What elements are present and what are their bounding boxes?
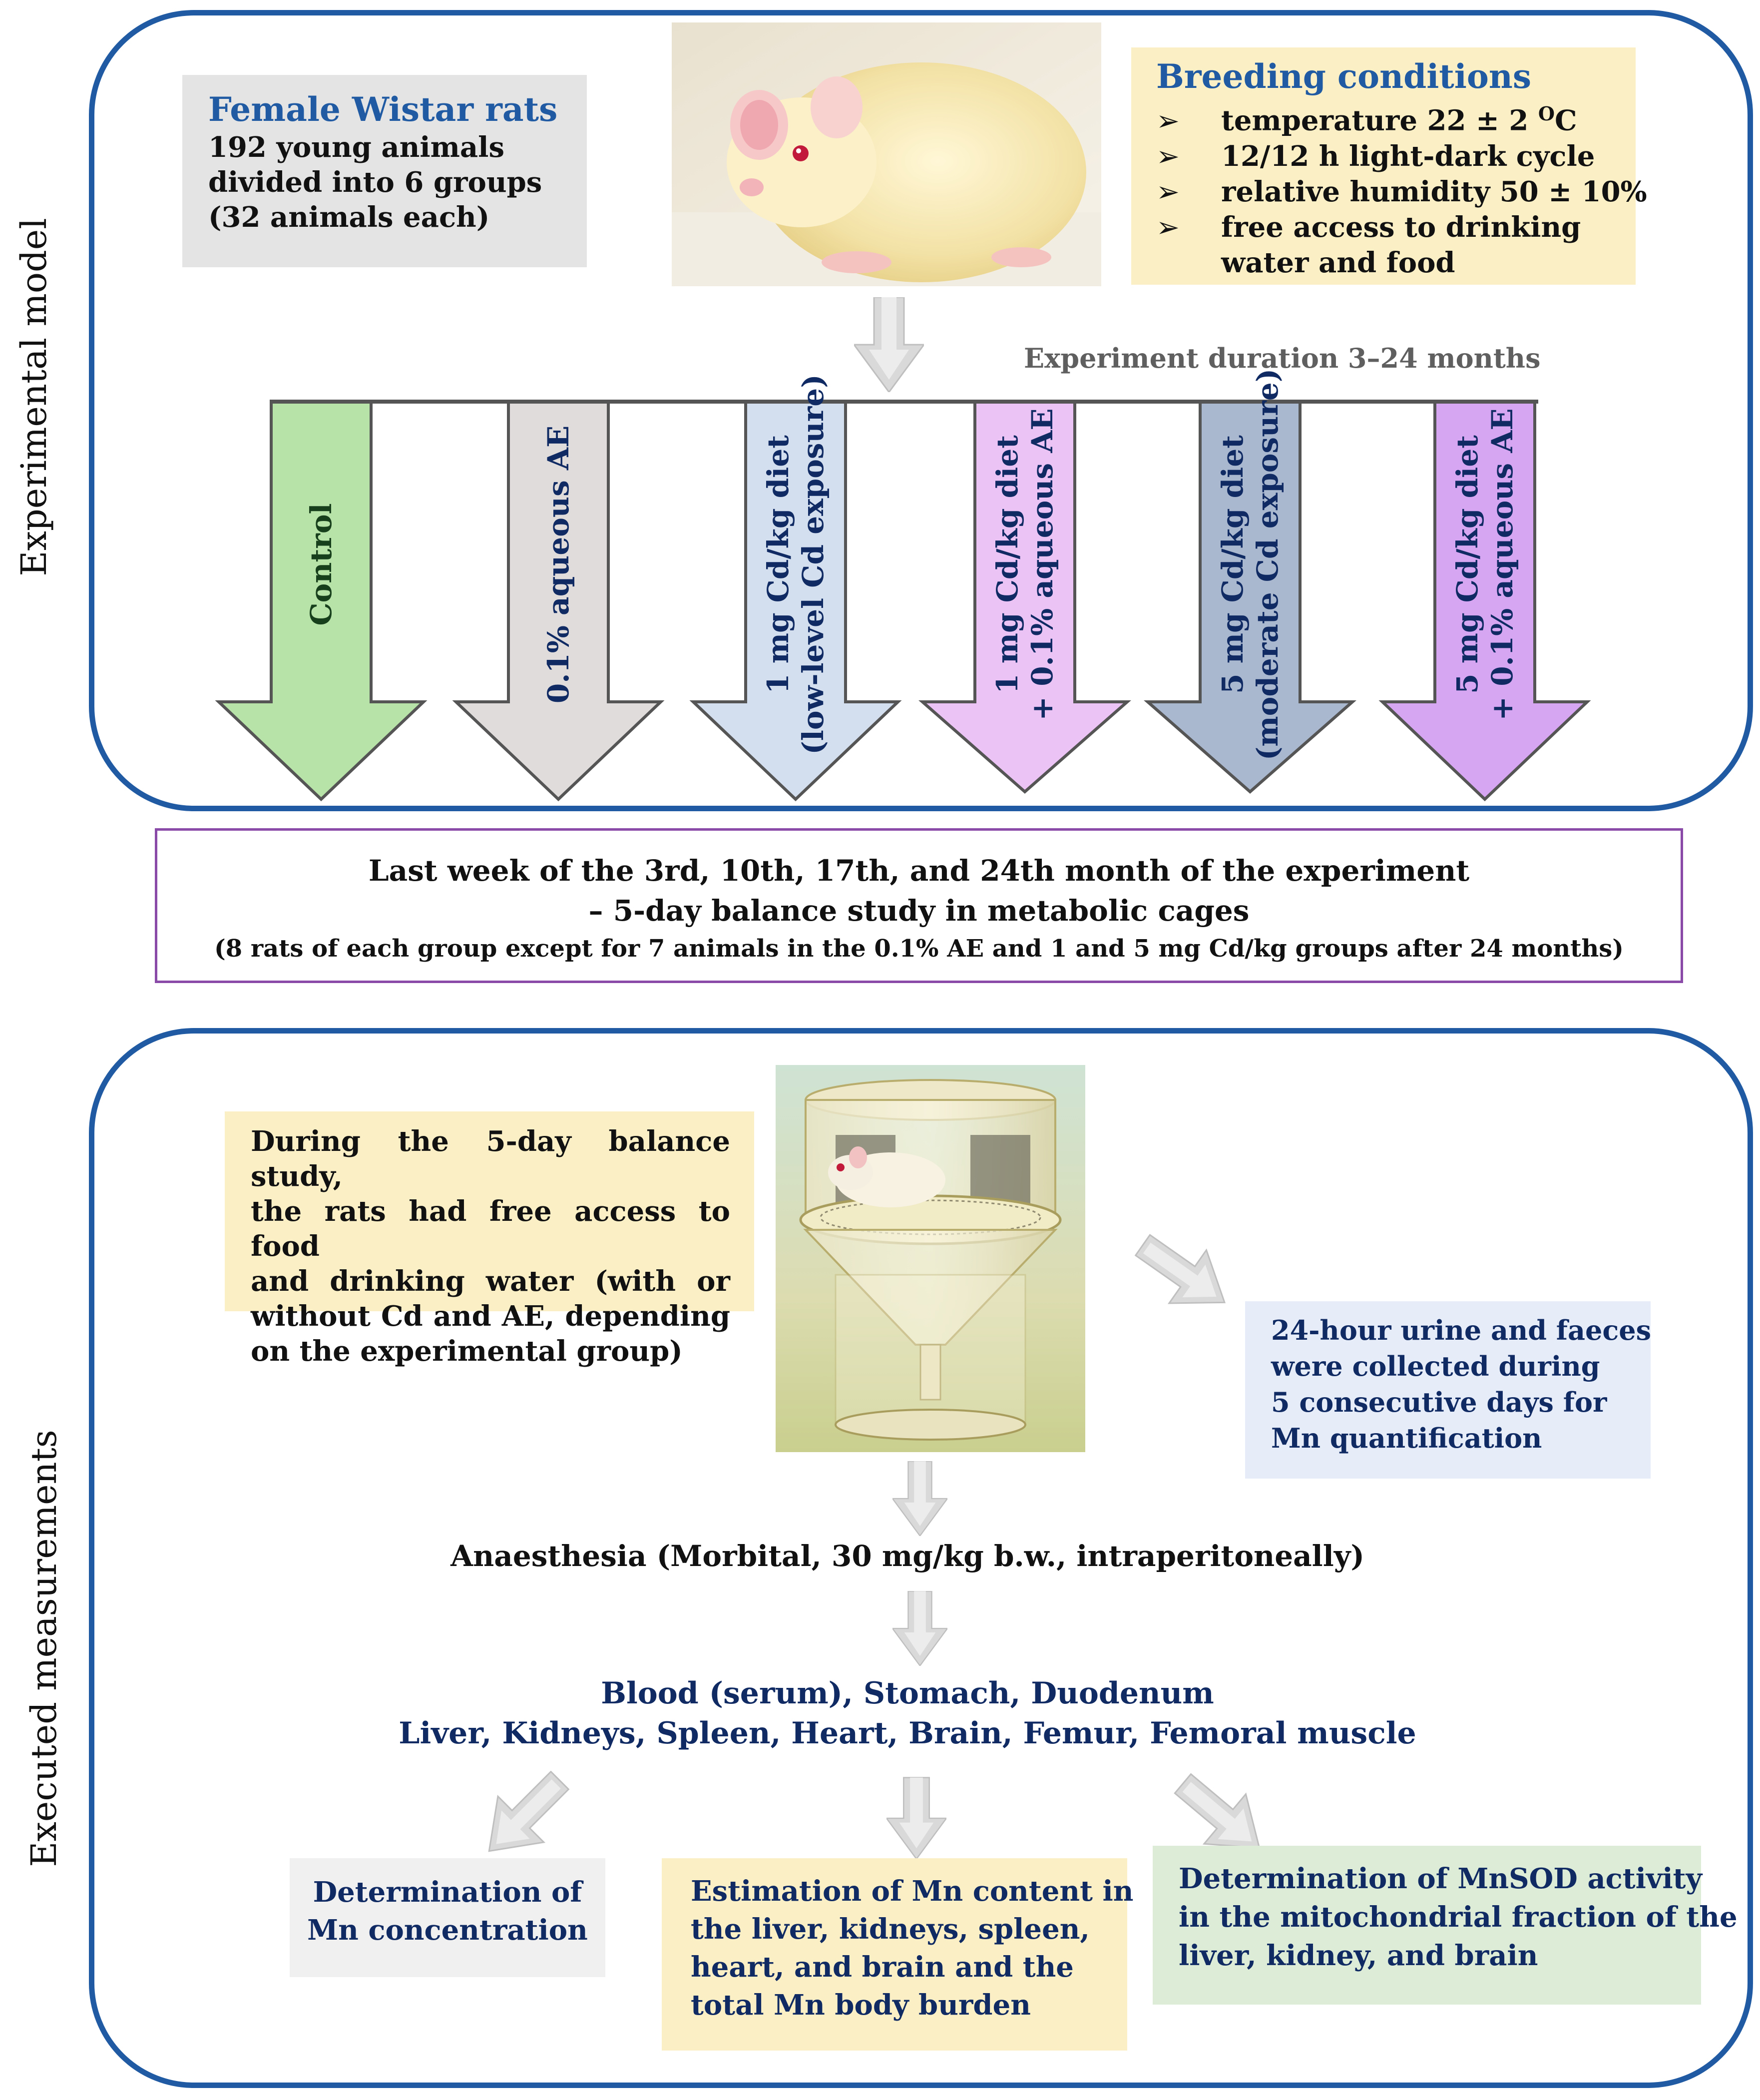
balance-line-1: Last week of the 3rd, 10th, 17th, and 24… (368, 854, 1470, 888)
content-line: Estimation of Mn content in (691, 1875, 1134, 1908)
group-arrow-1mg-cd (689, 401, 902, 802)
group-arrow-1mg-cd-ae (918, 401, 1131, 794)
group-arrow-control (215, 401, 428, 802)
group-arrow-5mg-cd (1144, 401, 1356, 794)
mnsod-line: Determination of MnSOD activity (1179, 1862, 1703, 1895)
experimental-model-frame (89, 10, 1753, 811)
group-label-5mg-cd-ae: 5 mg Cd/kg diet + 0.1% aqueous AE (1450, 408, 1519, 721)
content-line: total Mn body burden (691, 1989, 1031, 2022)
rats-info-box: Female Wistar rats 192 young animals div… (182, 75, 587, 267)
breeding-item: ➢free access to drinking (1156, 210, 1581, 244)
experiment-duration-label: Experiment duration 3–24 months (1024, 342, 1541, 374)
diagonal-arrow-icon (474, 1771, 574, 1861)
group-label-aqueous-ae: 0.1% aqueous AE (541, 425, 575, 704)
free-access-line: without Cd and AE, depending (251, 1300, 730, 1333)
collection-line: 5 consecutive days for (1271, 1386, 1607, 1418)
free-access-box: During the 5-day balance study, the rats… (225, 1111, 754, 1368)
groups-distribution-bar (270, 400, 1538, 404)
mnsod-line: liver, kidney, and brain (1179, 1939, 1538, 1972)
balance-line-2: – 5-day balance study in metabolic cages (588, 894, 1250, 928)
anaesthesia-label: Anaesthesia (Morbital, 30 mg/kg b.w., in… (450, 1539, 1364, 1573)
rats-line: divided into 6 groups (208, 166, 542, 199)
mn-content-box: Estimation of Mn content in the liver, k… (662, 1858, 1134, 2051)
mnsod-activity-box: Determination of MnSOD activity in the m… (1153, 1846, 1738, 2005)
free-access-line: and drinking water (with or (251, 1265, 730, 1298)
breeding-item: ➢relative humidity 50 ± 10% (1156, 175, 1647, 208)
mn-concentration-box: Determination of Mn concentration (290, 1858, 605, 1977)
breeding-title: Breeding conditions (1156, 57, 1532, 96)
collection-line: were collected during (1271, 1350, 1600, 1382)
group-label-control: Control (304, 503, 338, 626)
balance-study-box: Last week of the 3rd, 10th, 17th, and 24… (155, 828, 1683, 983)
tissues-line-2: Liver, Kidneys, Spleen, Heart, Brain, Fe… (399, 1716, 1416, 1751)
tissues-list: Blood (serum), Stomach, Duodenum Liver, … (0, 1673, 1760, 1753)
metabolic-cage-photo (776, 1065, 1085, 1452)
breeding-item: ➢temperature 22 ± 2 OC (1156, 102, 1577, 137)
group-label-1mg-cd-ae: 1 mg Cd/kg diet + 0.1% aqueous AE (990, 408, 1059, 721)
rats-line: (32 animals each) (208, 201, 490, 234)
breeding-conditions-box: Breeding conditions ➢temperature 22 ± 2 … (1131, 47, 1647, 285)
executed-measurements-frame (89, 1028, 1753, 2088)
group-arrows-svg (215, 401, 1591, 802)
rats-title: Female Wistar rats (208, 90, 558, 129)
free-access-line: the rats had free access to food (251, 1195, 730, 1263)
tissues-line-1: Blood (serum), Stomach, Duodenum (601, 1676, 1214, 1711)
concentration-line: Mn concentration (307, 1914, 588, 1947)
collection-line: Mn quantification (1271, 1422, 1542, 1454)
concentration-line: Determination of (313, 1876, 582, 1909)
group-arrow-aqueous-ae (452, 401, 665, 802)
content-line: heart, and brain and the (691, 1951, 1074, 1984)
free-access-line: on the experimental group) (251, 1335, 683, 1368)
down-arrow-icon (886, 1776, 946, 1861)
down-arrow-icon (892, 1461, 947, 1536)
rat-photo (672, 22, 1101, 286)
section-label-executed-measurements: Executed measurements (23, 1430, 64, 1867)
breeding-item: water and food (1221, 246, 1455, 279)
balance-line-3: (8 rats of each group except for 7 anima… (214, 935, 1624, 963)
down-arrow-icon (854, 297, 924, 392)
group-arrow-5mg-cd-ae (1378, 401, 1591, 802)
collection-box: 24-hour urine and faeces were collected … (1245, 1301, 1651, 1479)
mnsod-line: in the mitochondrial fraction of the (1179, 1901, 1738, 1934)
down-arrow-icon (892, 1591, 947, 1666)
collection-line: 24-hour urine and faeces (1271, 1314, 1652, 1346)
free-access-line: During the 5-day balance study, (251, 1125, 730, 1193)
rats-line: 192 young animals (208, 131, 504, 164)
diagonal-arrow-icon (1134, 1231, 1234, 1316)
group-label-1mg-cd: 1 mg Cd/kg diet (low-level Cd exposure) (761, 374, 830, 755)
content-line: the liver, kidneys, spleen, (691, 1913, 1090, 1946)
breeding-item: ➢12/12 h light-dark cycle (1156, 139, 1595, 173)
group-label-5mg-cd: 5 mg Cd/kg diet (moderate Cd exposure) (1216, 368, 1285, 761)
